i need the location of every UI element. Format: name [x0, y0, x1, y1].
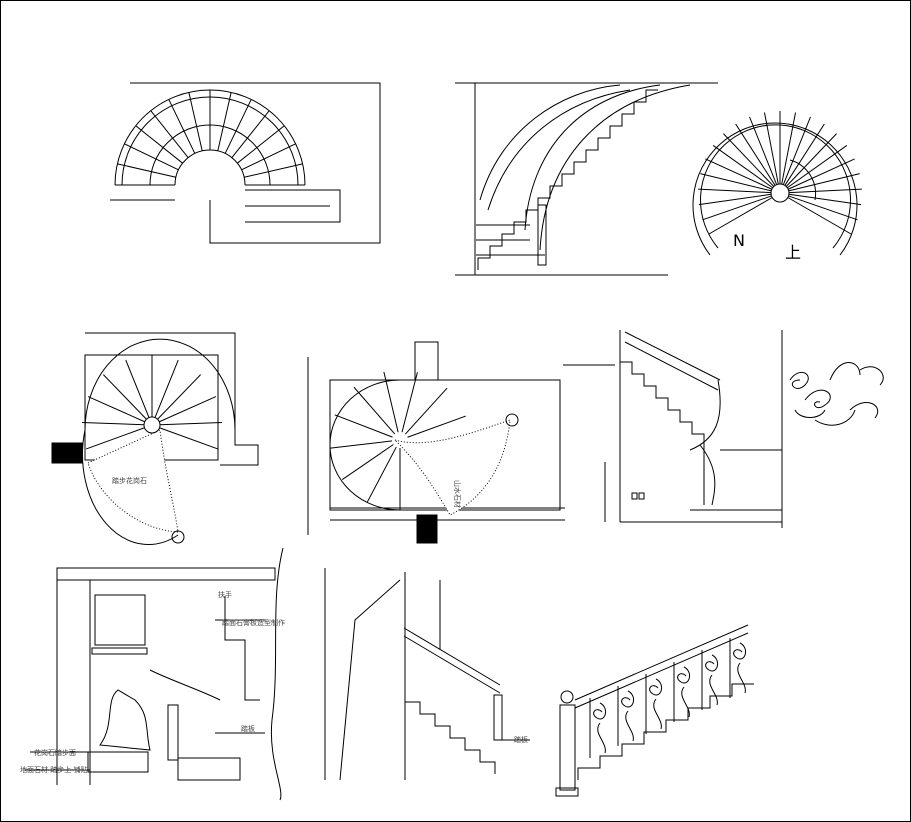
stair-step-line: [763, 112, 779, 185]
stair-arc: [174, 149, 246, 186]
stair-step-line: [188, 92, 203, 151]
stair-step-line: [784, 123, 825, 186]
stair-step-line: [117, 163, 176, 178]
stair-step-line: [749, 116, 778, 185]
stair-step-line: [82, 422, 145, 426]
stair-step-line: [782, 116, 811, 185]
stair-step-line: [157, 374, 201, 420]
stair-step-line: [125, 359, 150, 418]
scroll-ornament: [705, 654, 719, 706]
stair-step-line: [788, 193, 862, 206]
stair-step-line: [159, 427, 218, 450]
board-label: 踏面石膏板造型制作: [222, 618, 285, 627]
stair-step-line: [700, 173, 772, 192]
stair-step-line: [787, 145, 848, 189]
handrail-label: 扶手: [218, 590, 232, 599]
stair-step-line: [86, 427, 145, 450]
floor-stone-label: 地面石材 踏步上 铺贴: [20, 765, 87, 774]
plan-spiral-square: 踏步花岗石: [51, 332, 259, 545]
stair-step-line: [405, 387, 448, 435]
section-elevation-stair: 地面石材 踏步上 铺贴 花岗石踏步面 踏面石膏板造型制作 扶手 踏板: [20, 547, 285, 801]
stair-step-line: [237, 125, 285, 164]
stair-step-line: [787, 158, 855, 190]
plan-spiral-landing: 山水石材: [307, 341, 565, 544]
scroll-ornament: [677, 666, 691, 718]
stair-step-line: [231, 110, 270, 158]
stair-step-line: [150, 110, 189, 158]
stair-step-line: [785, 133, 837, 187]
elevation-straight-stair: 踏板: [324, 568, 530, 781]
elevation-curved-stair: [455, 82, 718, 276]
stair-step-line: [705, 158, 773, 190]
stair-step-line: [159, 422, 222, 426]
stair-step-line: [407, 415, 466, 438]
stair-step-line: [788, 188, 862, 194]
scroll-ornament: [593, 702, 607, 754]
stair-step-line: [698, 188, 772, 194]
elevation-stair-with-ornament: [563, 330, 884, 528]
stair-step-line: [723, 133, 775, 187]
up-mark: 上: [785, 243, 801, 262]
scroll-ornament: [733, 642, 747, 694]
stair-step-line: [334, 414, 393, 438]
stair-step-line: [708, 197, 773, 235]
north-mark: N: [733, 231, 745, 250]
stair-step-line: [154, 359, 179, 418]
plan-semicircular-stair: [110, 82, 381, 244]
stair-step-line: [244, 163, 303, 178]
stair-step-line: [103, 374, 147, 420]
granite-tread-label: 花岗石踏步面: [34, 748, 76, 757]
scroll-ornament: [621, 690, 635, 742]
stair-step-line: [366, 446, 397, 503]
stair-step-line: [124, 143, 179, 171]
scroll-ornament: [649, 678, 663, 730]
stair-step-line: [159, 396, 217, 423]
stair-step-line: [712, 145, 773, 189]
tread-label: 踏板: [241, 724, 255, 733]
plan1-fill-label: 踏步花岗石: [112, 476, 147, 485]
stair-step-line: [735, 123, 776, 186]
stair-step-line: [330, 440, 393, 449]
stair-step-line: [383, 371, 399, 433]
stair-step-line: [353, 386, 396, 435]
plan2-fill-label: 山水石材: [453, 480, 462, 508]
stair-step-line: [135, 125, 183, 164]
stair-step-line: [168, 99, 196, 154]
stair-step-line: [781, 112, 797, 185]
stair-step-line: [788, 173, 860, 192]
tread-label-2: 踏板: [514, 735, 528, 744]
stair-step-line: [341, 444, 394, 481]
stair-step-line: [241, 143, 296, 171]
stair-step-line: [224, 99, 252, 154]
elevation-ornamental-railing: [555, 624, 754, 797]
stair-step-line: [401, 372, 418, 433]
plan-circular-spiral: 上 N: [692, 111, 862, 262]
stair-step-line: [217, 92, 232, 151]
stair-step-line: [787, 197, 852, 235]
stair-step-line: [87, 396, 145, 423]
stair-step-line: [788, 195, 858, 221]
stair-step-line: [702, 195, 772, 221]
stair-step-line: [698, 193, 772, 206]
